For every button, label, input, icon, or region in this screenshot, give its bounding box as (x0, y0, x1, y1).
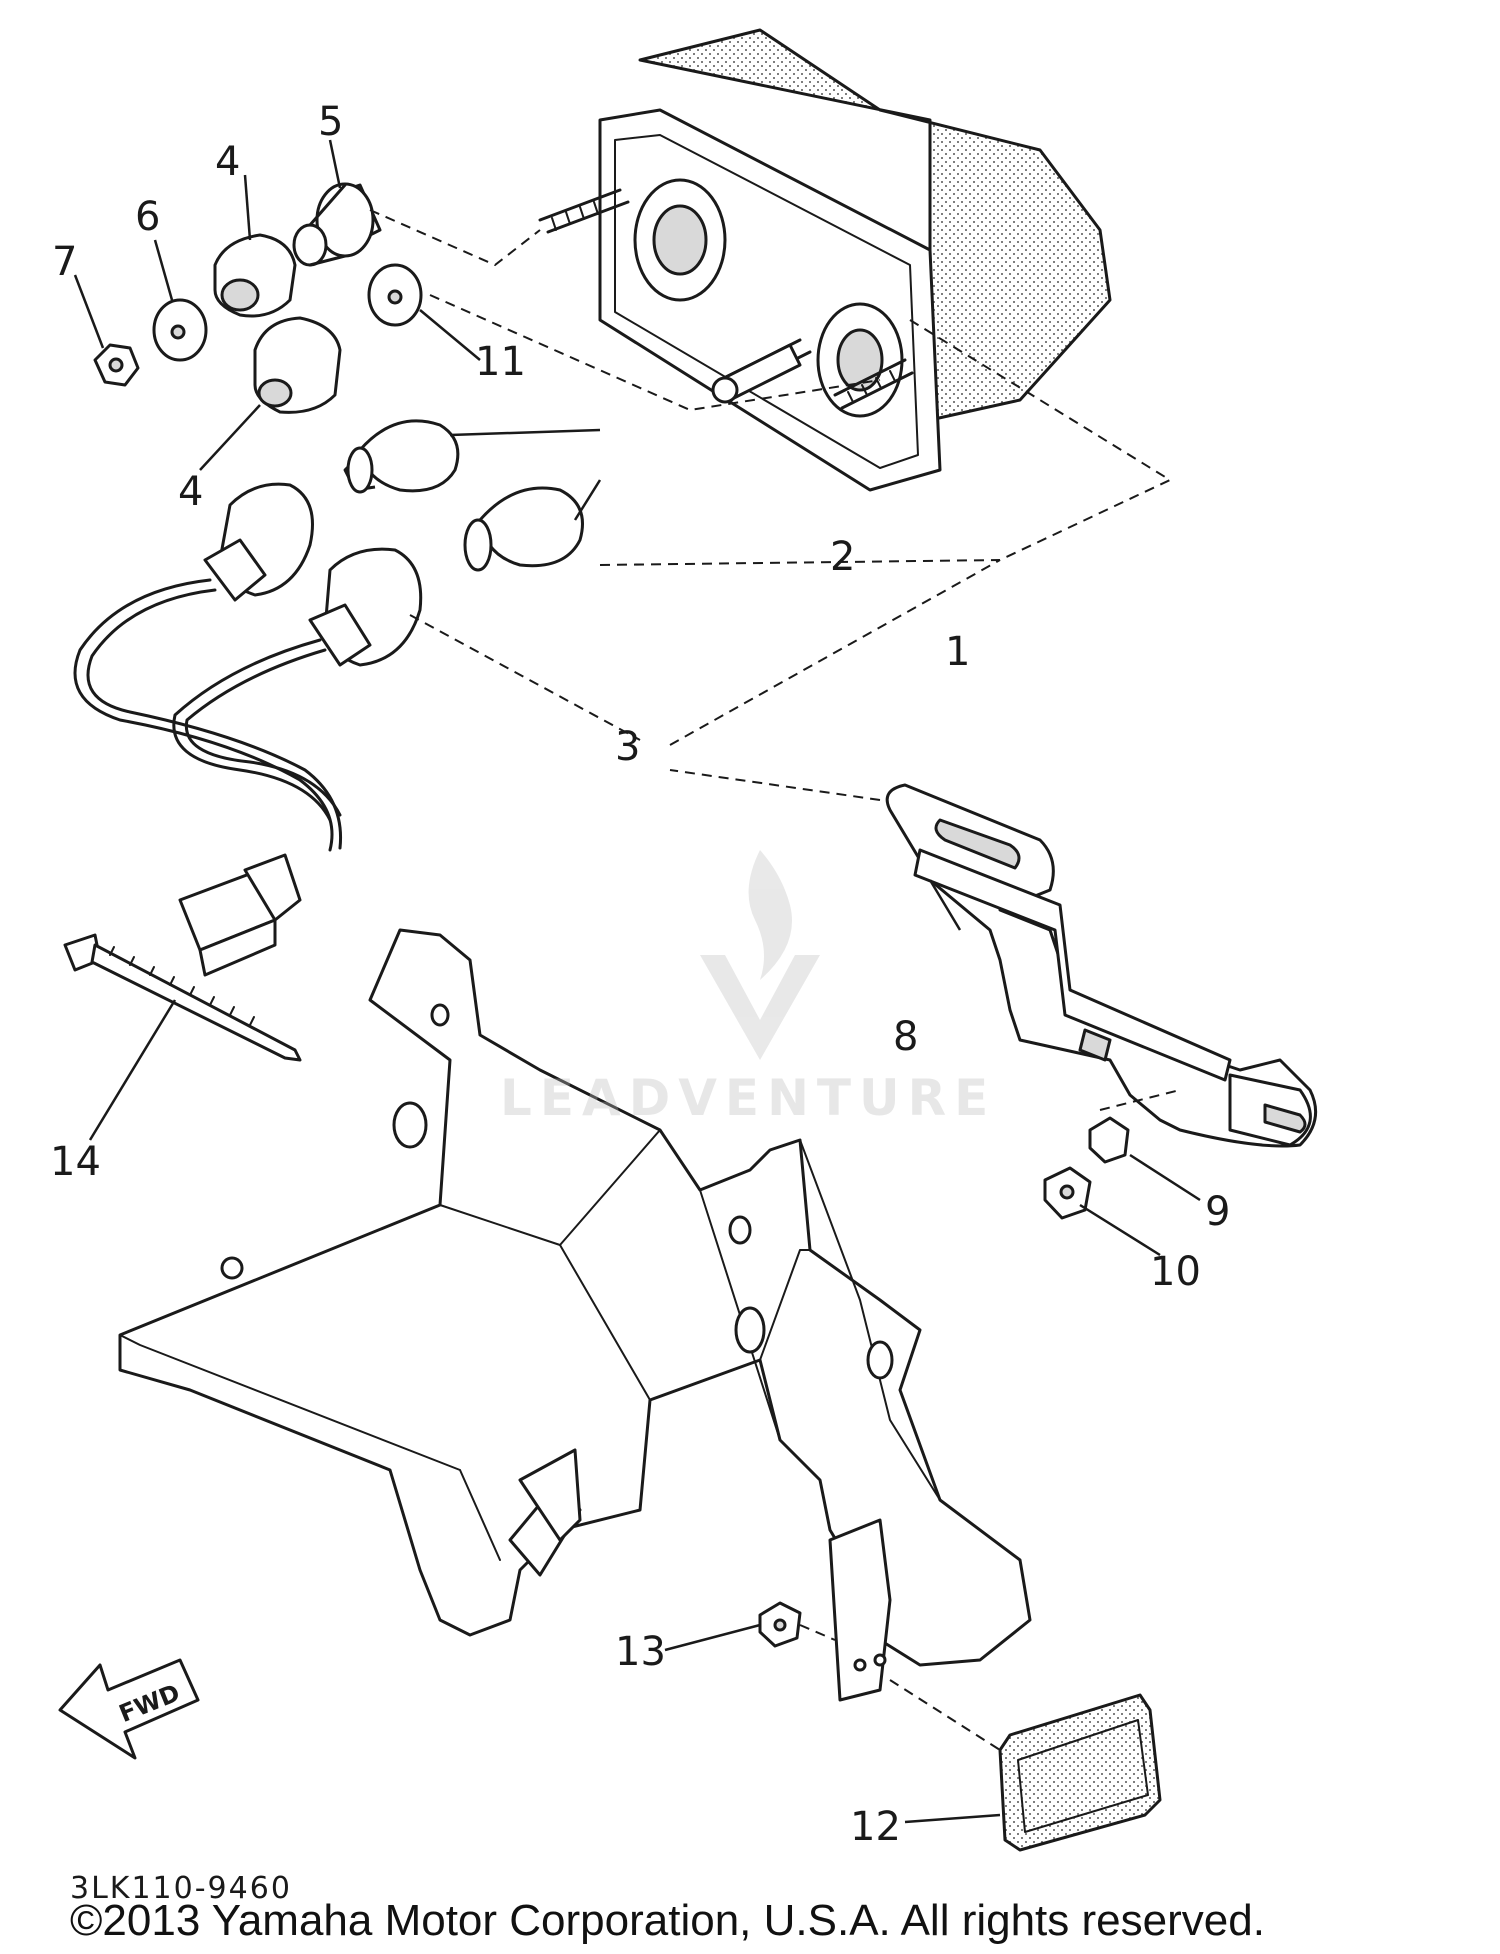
nut-part-9 (1088, 1116, 1130, 1164)
callout-9: 9 (1205, 1189, 1230, 1235)
callout-6: 6 (135, 194, 160, 240)
bulb-part-2-lower (463, 486, 584, 572)
watermark-brand: LEADVENTURE (500, 1069, 996, 1127)
grommet-part-4-upper (213, 233, 297, 318)
callout-5: 5 (318, 99, 343, 145)
cable-tie-part-14 (63, 933, 302, 1062)
reflector-part-12 (998, 1693, 1162, 1852)
callout-11: 11 (475, 339, 526, 385)
collar-part-5 (292, 182, 382, 267)
flame-v-logo-icon (700, 850, 820, 1060)
part-code: 3LK110-9460 (70, 1871, 292, 1906)
fwd-direction-arrow: FWD (58, 1658, 200, 1760)
callout-8: 8 (893, 1014, 918, 1060)
rear-fender-frame (118, 928, 1032, 1702)
callout-2: 2 (830, 534, 855, 580)
washer-part-6 (152, 298, 208, 362)
copyright-notice: ©2013 Yamaha Motor Corporation, U.S.A. A… (70, 1896, 1265, 1945)
callout-3: 3 (615, 724, 640, 770)
callout-4-upper: 4 (215, 139, 240, 185)
callout-12: 12 (850, 1804, 901, 1850)
callout-4-lower: 4 (178, 469, 203, 515)
callout-13: 13 (615, 1629, 666, 1675)
washer-part-11 (367, 263, 423, 327)
bulb-part-2-upper (343, 419, 460, 494)
assembly-guide-lines (369, 209, 1181, 1751)
tail-light-assembly (538, 28, 1112, 492)
nut-part-10 (1043, 1166, 1092, 1220)
callout-1: 1 (945, 629, 970, 675)
grommet-part-4-lower (253, 316, 342, 414)
callout-labels: 1 2 3 4 4 5 6 7 8 9 10 11 12 13 14 (50, 99, 1230, 1850)
callout-leaders (73, 139, 1201, 1824)
nut-part-7 (93, 343, 140, 387)
watermark: LEADVENTURE (500, 850, 996, 1127)
callout-10: 10 (1150, 1249, 1201, 1295)
socket-harness-part-3 (73, 482, 423, 977)
callout-14: 14 (50, 1139, 101, 1185)
license-bracket-part-8 (885, 783, 1318, 1148)
callout-7: 7 (52, 239, 77, 285)
nut-part-13 (758, 1601, 802, 1648)
